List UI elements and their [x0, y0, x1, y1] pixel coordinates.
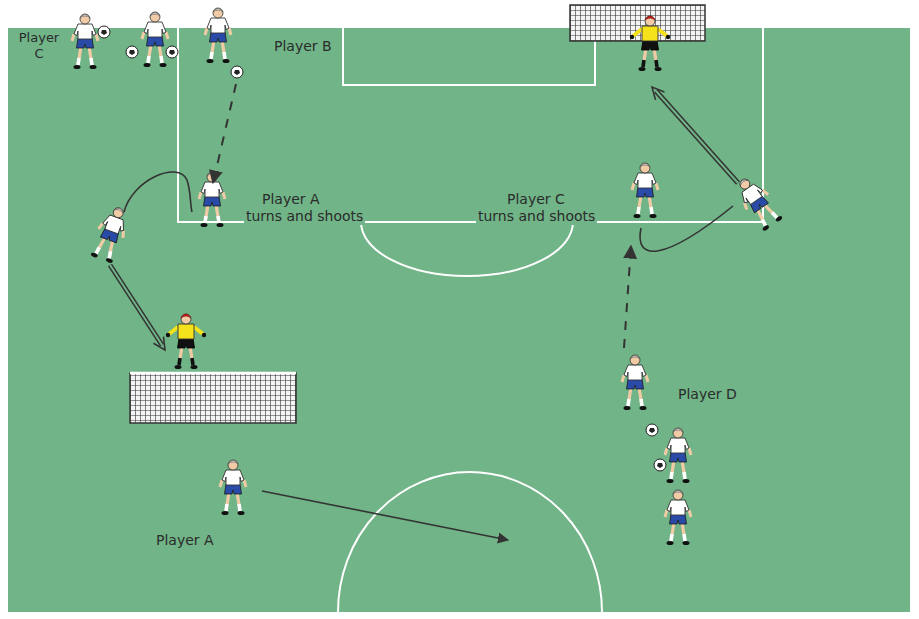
player-label: turns and shoots [476, 208, 597, 225]
player-label: Player B [272, 38, 334, 55]
player-label: Player A [154, 532, 216, 549]
player-label: Player C [505, 191, 567, 208]
pitch-markings [178, 28, 763, 612]
shot-arrows [110, 87, 738, 350]
goal-net [130, 5, 705, 423]
player-label: Player D [676, 386, 739, 403]
goalkeepers [166, 16, 670, 369]
pitch-grass [8, 28, 910, 612]
player-label: Player A [260, 191, 322, 208]
movement-arrows [124, 84, 733, 540]
players [72, 8, 784, 545]
player-label: turns and shoots [244, 208, 365, 225]
player-label: Player C [14, 30, 64, 61]
balls [98, 26, 666, 471]
